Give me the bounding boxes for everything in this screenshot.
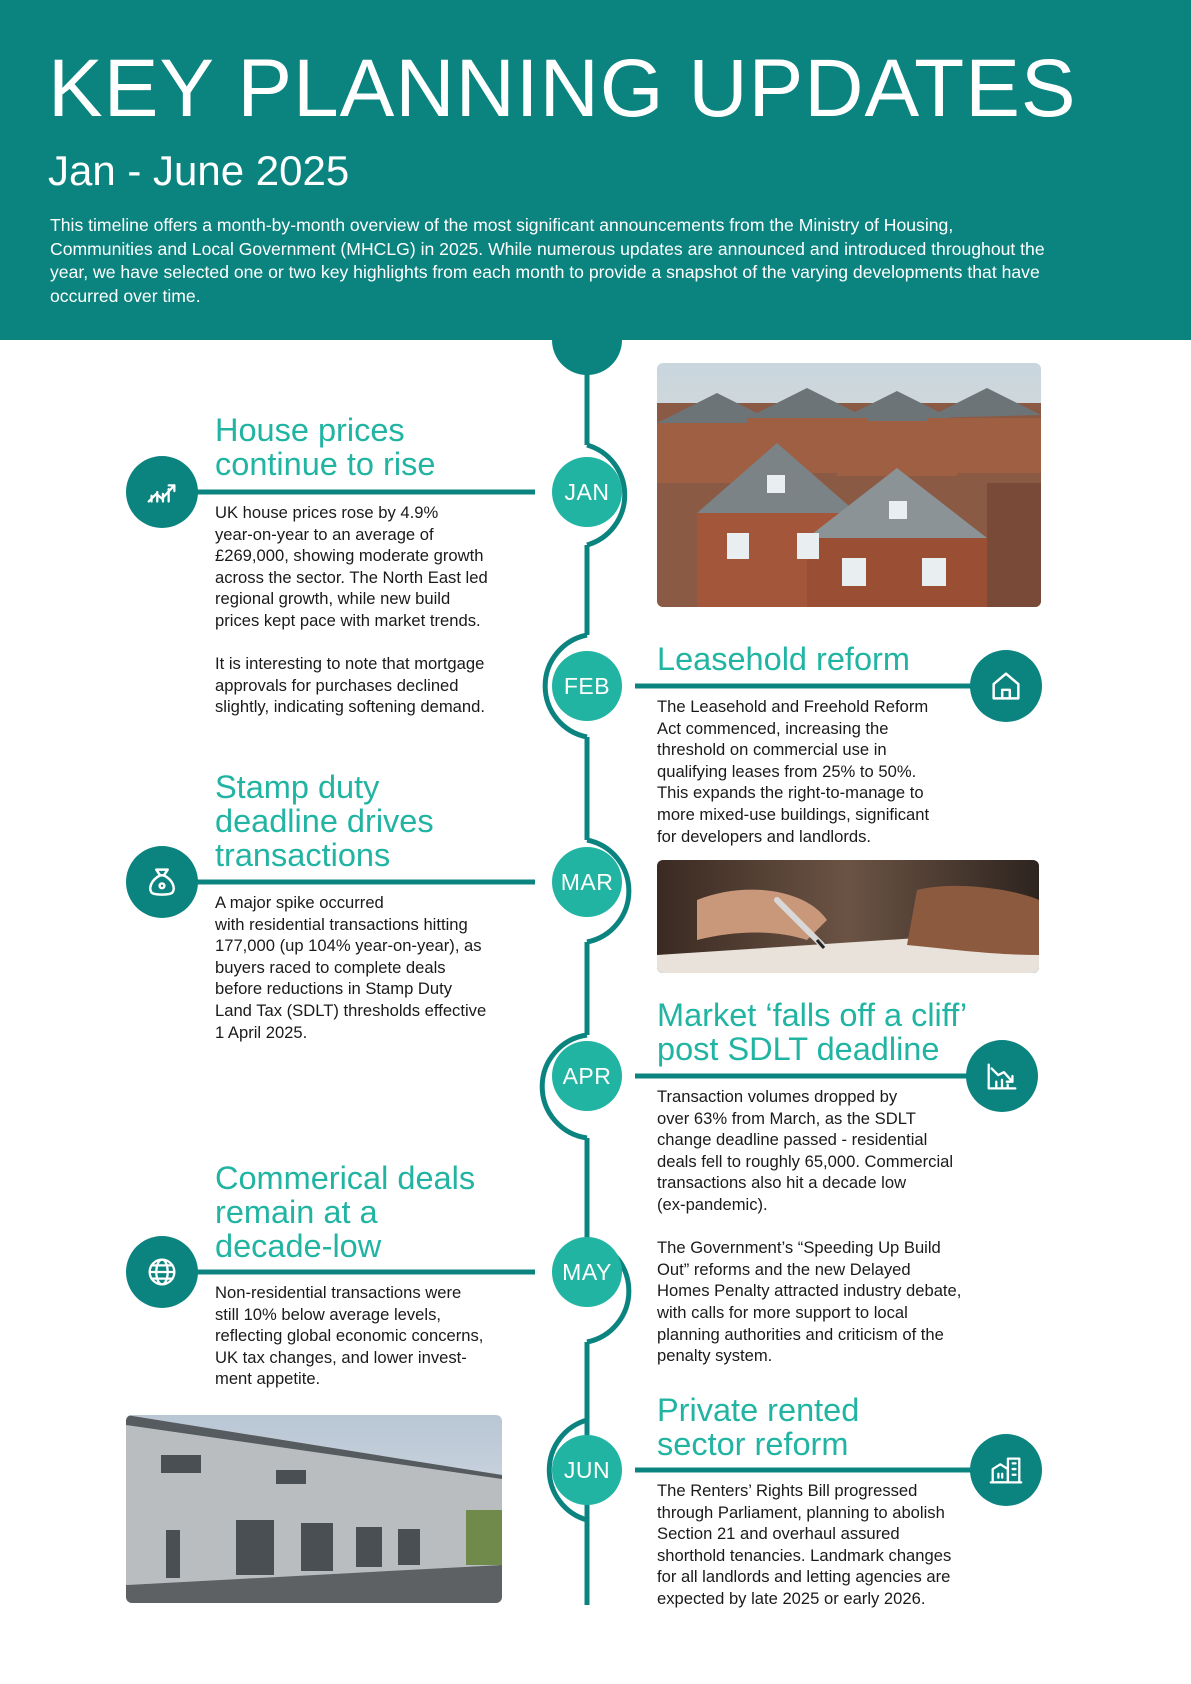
photo-signing-document	[657, 860, 1039, 973]
month-badge-apr: APR	[552, 1041, 622, 1111]
paragraph: UK house prices rose by 4.9% year-on-yea…	[215, 503, 488, 630]
heading-line: Leasehold reform	[657, 641, 910, 677]
paragraph: A major spike occurred with residential …	[215, 893, 487, 1042]
heading-line: Private rented	[657, 1392, 860, 1428]
heading-line: Stamp duty	[215, 769, 380, 805]
intro-paragraph: This timeline offers a month-by-month ov…	[50, 215, 1045, 306]
month-badge-jan: JAN	[552, 457, 622, 527]
growth-chart-icon	[126, 456, 198, 528]
body-apr: Transaction volumes dropped by over 63% …	[657, 1086, 961, 1367]
body-mar: A major spike occurred with residential …	[215, 892, 486, 1043]
timeline-arc-jun	[546, 1417, 588, 1523]
month-badge-mar: MAR	[552, 847, 622, 917]
month-badge-feb: FEB	[552, 651, 622, 721]
heading-line: decade-low	[215, 1228, 382, 1264]
timeline-arc-apr	[539, 1032, 588, 1141]
heading-line: House prices	[215, 412, 405, 448]
photo-commercial-units	[126, 1415, 502, 1603]
body-may: Non-residential transactions were still …	[215, 1282, 483, 1390]
page-subtitle: Jan - June 2025	[48, 147, 350, 194]
heading-line: continue to rise	[215, 446, 436, 482]
body-jan: UK house prices rose by 4.9% year-on-yea…	[215, 502, 488, 718]
paragraph: Non-residential transactions were still …	[215, 1283, 484, 1389]
month-badge-may: MAY	[552, 1237, 622, 1307]
body-feb: The Leasehold and Freehold Reform Act co…	[657, 696, 929, 847]
month-badge-jun: JUN	[552, 1435, 622, 1505]
timeline-arc-mar	[586, 837, 632, 945]
globe-icon	[126, 1236, 198, 1308]
money-bag-icon	[126, 846, 198, 918]
body-jun: The Renters’ Rights Bill progressed thro…	[657, 1480, 951, 1610]
paragraph: It is interesting to note that mortgage …	[215, 654, 485, 717]
heading-line: sector reform	[657, 1426, 849, 1462]
buildings-icon	[970, 1434, 1042, 1506]
heading-mar: Stamp duty deadline drives transactions	[215, 770, 434, 872]
house-icon	[970, 650, 1042, 722]
heading-apr: Market ‘falls off a cliff’ post SDLT dea…	[657, 998, 967, 1066]
page-title: KEY PLANNING UPDATES	[48, 43, 1077, 134]
heading-line: deadline drives	[215, 803, 434, 839]
heading-line: Commerical deals	[215, 1160, 476, 1196]
heading-may: Commerical deals remain at a decade-low	[215, 1161, 475, 1263]
photo-housing-estate	[657, 363, 1041, 607]
heading-line: remain at a	[215, 1194, 378, 1230]
heading-line: transactions	[215, 837, 391, 873]
timeline-arc-jan	[586, 442, 628, 548]
heading-jun: Private rented sector reform	[657, 1393, 859, 1461]
paragraph: The Government’s “Speeding Up Build Out”…	[657, 1238, 962, 1366]
paragraph: Transaction volumes dropped by over 63% …	[657, 1087, 954, 1214]
heading-line: post SDLT deadline	[657, 1031, 940, 1067]
heading-feb: Leasehold reform	[657, 642, 910, 676]
heading-line: Market ‘falls off a cliff’	[657, 997, 968, 1033]
paragraph: The Leasehold and Freehold Reform Act co…	[657, 697, 930, 846]
declining-chart-icon	[966, 1040, 1038, 1112]
header-banner: KEY PLANNING UPDATES Jan - June 2025 Thi…	[0, 0, 1191, 340]
timeline-top-knob	[552, 340, 622, 375]
paragraph: The Renters’ Rights Bill progressed thro…	[657, 1481, 952, 1608]
timeline-arc-feb	[542, 632, 588, 740]
heading-jan: House prices continue to rise	[215, 413, 435, 481]
